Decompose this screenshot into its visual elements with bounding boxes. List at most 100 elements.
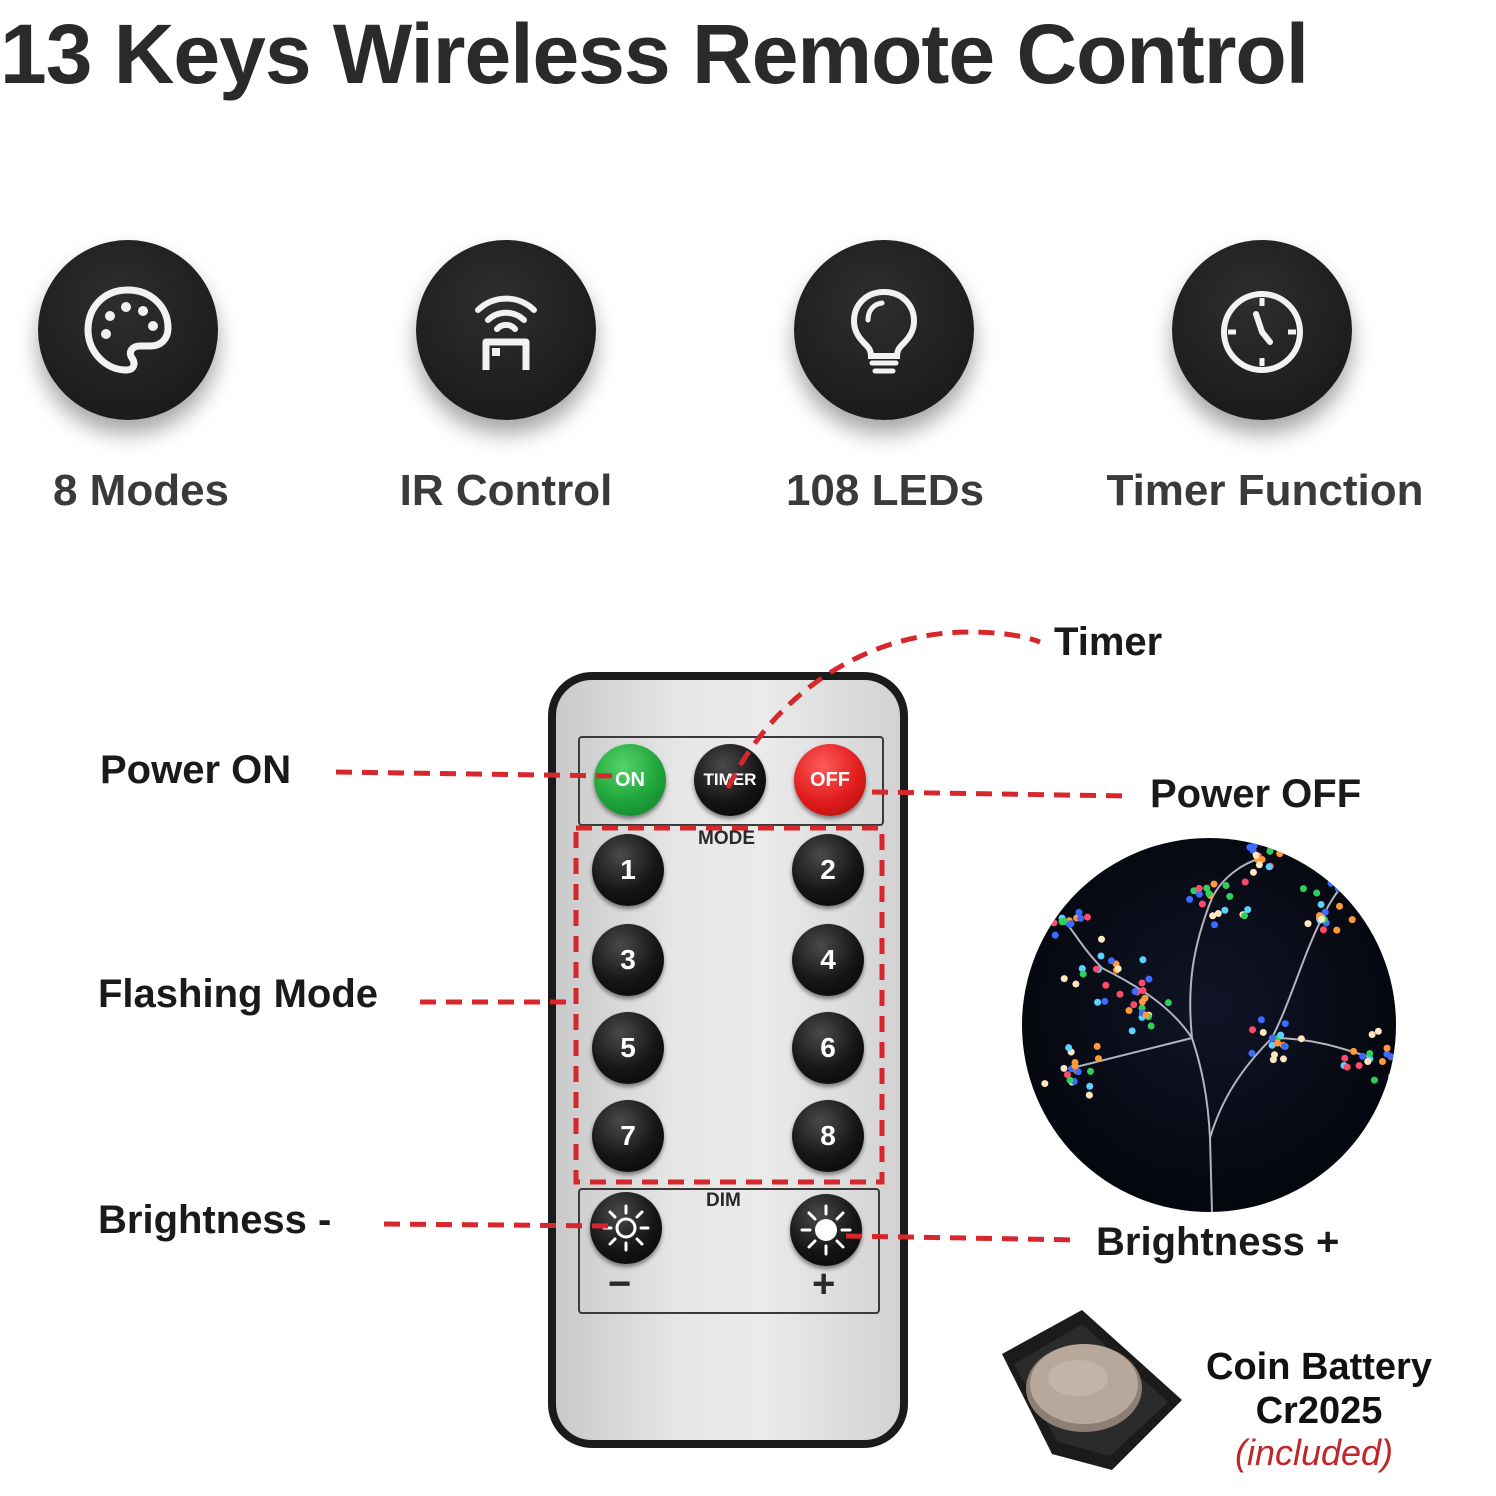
- led-dot: [1138, 1004, 1146, 1012]
- led-dot: [1078, 965, 1086, 973]
- light-bulb-icon: [850, 288, 918, 374]
- mode-key-2[interactable]: 2: [792, 834, 864, 906]
- led-dot: [1221, 906, 1229, 914]
- tree-lights-illustration: [1033, 838, 1396, 1212]
- power-off-callout-line: [871, 789, 1129, 799]
- led-dot: [1097, 952, 1105, 960]
- flashing-mode-frame: [573, 825, 885, 1185]
- led-dot: [1244, 906, 1252, 914]
- led-dot: [1138, 998, 1146, 1006]
- coin-battery-image: [1002, 1310, 1182, 1470]
- led-dot: [1336, 902, 1344, 910]
- led-dot: [1321, 908, 1329, 916]
- led-dot: [1359, 1052, 1367, 1060]
- led-dot: [1071, 1062, 1079, 1070]
- led-dot: [1276, 850, 1284, 858]
- mode-key-5[interactable]: 5: [592, 1012, 664, 1084]
- plus-symbol: +: [812, 1262, 836, 1306]
- led-dot: [1266, 847, 1274, 855]
- led-dot: [1297, 1035, 1305, 1043]
- led-dot: [1241, 912, 1249, 920]
- mode-key-4[interactable]: 4: [792, 924, 864, 996]
- feature-ir: [416, 240, 596, 420]
- led-dot: [1063, 1071, 1071, 1079]
- power-off-callout-label: Power OFF: [1150, 772, 1362, 816]
- led-dot: [1364, 1058, 1372, 1066]
- led-dot: [1299, 885, 1307, 893]
- led-dot: [1142, 1011, 1150, 1019]
- led-dot: [1072, 980, 1080, 988]
- led-dot: [1270, 1051, 1278, 1059]
- on-button[interactable]: ON: [594, 744, 666, 816]
- flashing-mode-callout-label: Flashing Mode: [98, 972, 378, 1016]
- mode-key-8[interactable]: 8: [792, 1100, 864, 1172]
- led-dot: [1050, 919, 1058, 927]
- brightness-plus-callout-line: [845, 1233, 1081, 1243]
- led-dot: [1370, 1076, 1378, 1084]
- led-dot: [1145, 975, 1153, 983]
- battery-included-note: (included): [1234, 1432, 1394, 1473]
- led-dot: [1211, 921, 1219, 929]
- led-dot: [1368, 1031, 1376, 1039]
- led-dot: [1128, 1027, 1136, 1035]
- led-dot: [1304, 920, 1312, 928]
- led-dot: [1094, 1055, 1102, 1063]
- led-dot: [1114, 965, 1122, 973]
- led-dot: [1355, 1062, 1363, 1070]
- led-dot: [1343, 1063, 1351, 1071]
- led-dot: [1248, 1049, 1256, 1057]
- led-dot: [1085, 1091, 1093, 1099]
- led-dot: [1281, 1020, 1289, 1028]
- feature-label-ir: IR Control: [399, 466, 613, 515]
- led-dot: [1319, 926, 1327, 934]
- led-dot: [1147, 1022, 1155, 1030]
- led-dot: [1317, 901, 1325, 909]
- led-dot: [1079, 970, 1087, 978]
- led-dot: [1280, 1042, 1288, 1050]
- led-dot: [1086, 1082, 1094, 1090]
- led-dot: [1060, 975, 1068, 983]
- clock-icon: [1221, 291, 1303, 373]
- dim-panel: [578, 1188, 880, 1314]
- brightness-up-button[interactable]: [790, 1194, 862, 1266]
- led-dot: [1075, 908, 1083, 916]
- mode-key-3[interactable]: 3: [592, 924, 664, 996]
- mode-key-7[interactable]: 7: [592, 1100, 664, 1172]
- led-dot: [1249, 868, 1257, 876]
- mode-key-6[interactable]: 6: [792, 1012, 864, 1084]
- led-dot: [1222, 881, 1230, 889]
- led-dot: [1198, 900, 1206, 908]
- palette-icon: [84, 286, 172, 374]
- led-dot: [1341, 1054, 1349, 1062]
- led-dot: [1366, 1049, 1374, 1057]
- led-dot: [1190, 887, 1198, 895]
- feature-label-leds: 108 LEDs: [785, 466, 985, 515]
- led-dot: [1205, 890, 1213, 898]
- battery-label-line2: Cr2025: [1255, 1390, 1383, 1432]
- led-dot: [1203, 884, 1211, 892]
- feature-label-timer: Timer Function: [1106, 466, 1424, 515]
- led-dot: [1333, 926, 1341, 934]
- mode-key-1[interactable]: 1: [592, 834, 664, 906]
- brightness-minus-callout-line: [383, 1221, 613, 1229]
- led-dot: [1139, 987, 1147, 995]
- led-dot: [1131, 988, 1139, 996]
- led-dot: [1102, 981, 1110, 989]
- led-dot: [1093, 1042, 1101, 1050]
- led-dot: [1074, 1068, 1082, 1076]
- brightness-down-button[interactable]: [590, 1192, 662, 1264]
- led-dot: [1138, 979, 1146, 987]
- led-dot: [1065, 1044, 1073, 1052]
- off-button[interactable]: OFF: [794, 744, 866, 816]
- led-dot: [1098, 935, 1106, 943]
- led-dot: [1255, 861, 1263, 869]
- dim-label: DIM: [706, 1190, 741, 1211]
- feature-label-modes: 8 Modes: [52, 466, 230, 515]
- led-dot: [1318, 915, 1326, 923]
- led-dot: [1313, 889, 1321, 897]
- led-dot: [1279, 1055, 1287, 1063]
- led-dot: [1051, 931, 1059, 939]
- led-dot: [1214, 910, 1222, 918]
- led-dot: [1274, 1039, 1282, 1047]
- led-dot: [1383, 1050, 1391, 1058]
